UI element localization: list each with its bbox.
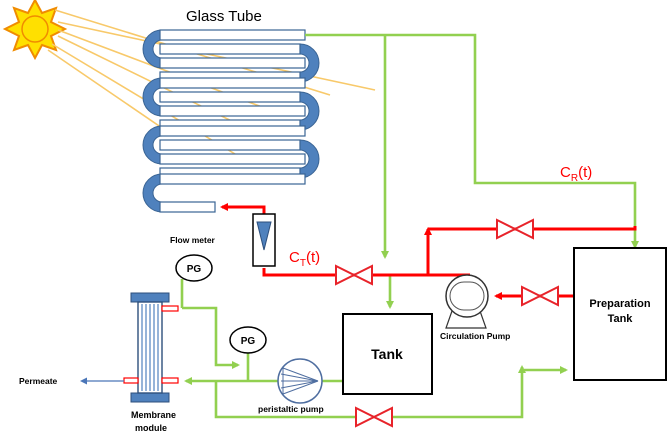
sun-icon — [2, 0, 68, 61]
tank-label: Tank — [371, 346, 403, 362]
cr-label-tail: (t) — [578, 164, 592, 181]
preparation-tank-label-line2: Tank — [608, 313, 634, 325]
glass-tube-label: Glass Tube — [186, 8, 262, 25]
valve-icon-bottom[interactable] — [355, 406, 393, 428]
ct-label-tail: (t) — [306, 249, 320, 266]
cr-label-main: C — [560, 164, 571, 181]
cr-label-sub: R — [571, 173, 578, 184]
flow-meter-icon — [252, 213, 276, 267]
preparation-tank — [573, 247, 667, 381]
cr-label: CR(t) — [560, 164, 592, 184]
pressure-gauge-bottom-icon — [229, 326, 267, 354]
tank — [342, 313, 433, 395]
circulation-pump-icon — [445, 274, 489, 329]
peristaltic-pump-icon — [277, 358, 323, 404]
pg-bottom-label: PG — [241, 336, 256, 347]
valve-icon-ct[interactable] — [335, 264, 373, 286]
valve-icon-circulation[interactable] — [521, 285, 559, 307]
circulation-pump-label: Circulation Pump — [440, 331, 510, 341]
ct-label: CT(t) — [289, 249, 320, 269]
membrane-label-line1: Membrane — [131, 410, 176, 420]
preparation-tank-label-line1: Preparation — [589, 298, 650, 310]
membrane-label-line2: module — [135, 423, 167, 433]
glass-tube — [142, 29, 320, 213]
flow-meter-label: Flow meter — [170, 235, 216, 245]
pressure-gauge-top-icon — [175, 254, 213, 308]
valve-icon-top-right[interactable] — [496, 218, 534, 240]
peristaltic-pump-label: peristaltic pump — [258, 404, 324, 414]
membrane-module — [123, 292, 179, 403]
ct-label-sub: T — [300, 258, 306, 269]
ct-label-main: C — [289, 249, 300, 266]
permeate-label: Permeate — [19, 376, 58, 386]
pg-top-label: PG — [187, 264, 202, 275]
